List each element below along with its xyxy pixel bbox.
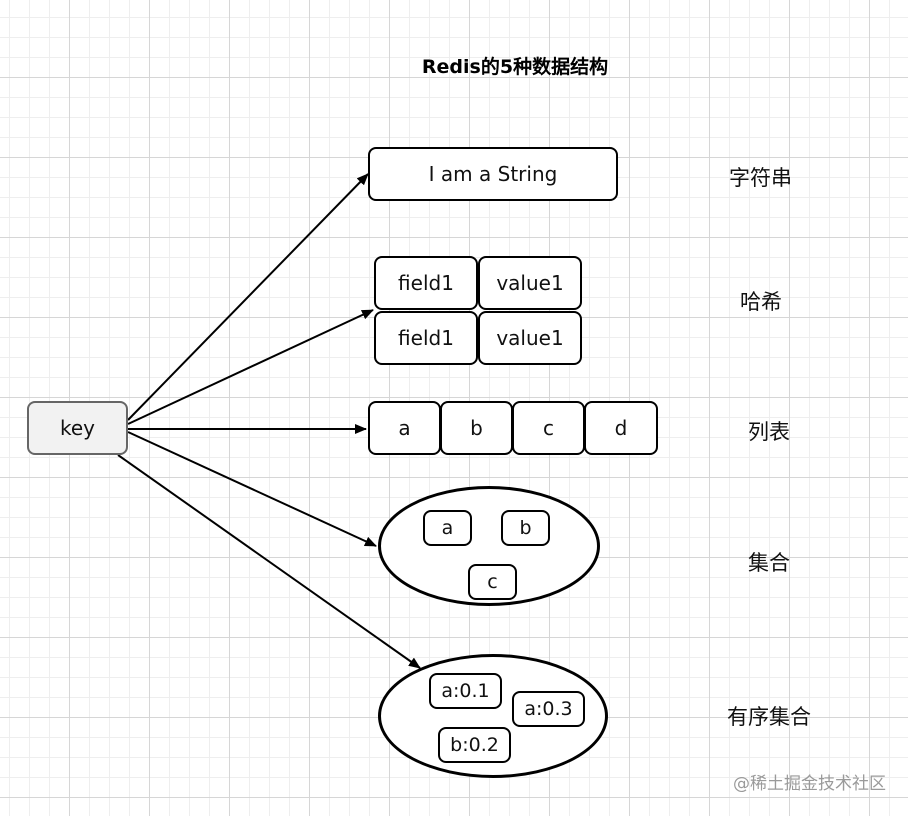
list-item-text: d <box>614 416 628 440</box>
set-member: a <box>423 510 472 546</box>
set-type-label: 集合 <box>748 551 790 575</box>
set-member-text: c <box>487 571 498 593</box>
watermark: @稀土掘金技术社区 <box>733 774 886 794</box>
set-member-text: a <box>441 517 454 539</box>
hash-field-text: field1 <box>398 271 454 295</box>
hash-field-text: field1 <box>398 326 454 350</box>
hash-value-text: value1 <box>496 326 564 350</box>
zset-member: a:0.3 <box>512 691 585 727</box>
set-member: b <box>501 510 550 546</box>
diagram-title: Redis的5种数据结构 <box>421 56 609 78</box>
list-item-text: a <box>398 416 411 440</box>
list-item-text: b <box>470 416 483 440</box>
list-item: b <box>440 401 513 455</box>
string-value: I am a String <box>428 162 558 186</box>
zset-member-text: b:0.2 <box>450 734 499 756</box>
zset-type-label: 有序集合 <box>727 705 811 729</box>
list-type-label: 列表 <box>748 420 790 444</box>
zset-member-text: a:0.3 <box>524 698 573 720</box>
arrow-to-hash <box>127 309 374 425</box>
hash-value-text: value1 <box>496 271 564 295</box>
key-node: key <box>27 401 128 455</box>
hash-value-cell: value1 <box>478 311 582 365</box>
set-member-text: b <box>519 517 532 539</box>
hash-type-label: 哈希 <box>740 290 782 314</box>
hash-field-cell: field1 <box>374 256 478 310</box>
zset-member: a:0.1 <box>429 673 502 709</box>
list-item: c <box>512 401 585 455</box>
zset-member: b:0.2 <box>438 727 511 763</box>
arrow-to-set <box>127 431 377 547</box>
arrow-to-zset <box>117 454 421 669</box>
arrow-to-string <box>127 173 369 421</box>
list-item: a <box>368 401 441 455</box>
set-member: c <box>468 564 517 600</box>
list-item-text: c <box>543 416 554 440</box>
string-type-label: 字符串 <box>729 166 792 190</box>
hash-value-cell: value1 <box>478 256 582 310</box>
hash-field-cell: field1 <box>374 311 478 365</box>
zset-member-text: a:0.1 <box>441 680 490 702</box>
key-label: key <box>59 416 95 440</box>
string-node: I am a String <box>368 147 618 201</box>
list-item: d <box>584 401 658 455</box>
